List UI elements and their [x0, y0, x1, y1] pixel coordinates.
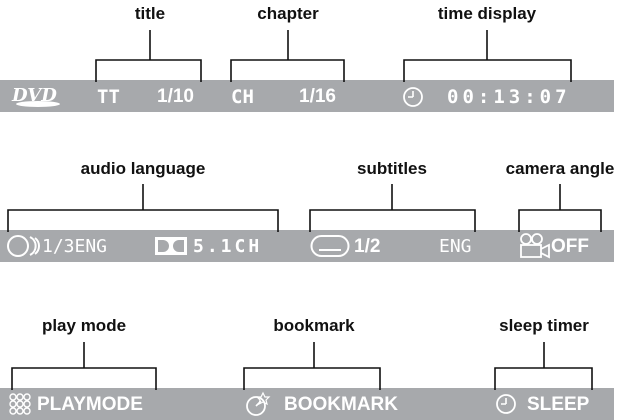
bracket-camera-angle — [518, 184, 602, 232]
dvd-logo: DVD — [11, 85, 60, 107]
bracket-bookmark — [243, 342, 381, 390]
playmode-label: PLAYMODE — [37, 394, 143, 415]
label-bookmark: bookmark — [273, 316, 355, 335]
label-subtitles: subtitles — [357, 159, 427, 178]
bookmark-label: BOOKMARK — [284, 394, 398, 415]
osd-bar-row3 — [0, 388, 614, 420]
bracket-audio-language — [7, 184, 279, 232]
chapter-prefix: CH — [231, 86, 254, 108]
label-sleep-timer: sleep timer — [499, 316, 589, 335]
osd-bar-row1 — [0, 80, 614, 112]
subtitle-icon — [310, 235, 350, 257]
playmode-icon — [9, 393, 31, 415]
label-time-display: time display — [437, 4, 537, 23]
bracket-chapter — [230, 30, 345, 82]
camera-icon — [520, 233, 550, 259]
audio-value: 1/3ENG — [42, 236, 108, 257]
dvd-logo-text: DVD — [11, 85, 57, 106]
bracket-sleep-timer — [494, 342, 593, 390]
title-prefix: TT — [97, 86, 120, 108]
label-audio-language: audio language — [80, 159, 206, 178]
audio-icon — [7, 235, 40, 257]
bracket-title — [95, 30, 202, 82]
bracket-time-display — [403, 30, 572, 82]
title-value: 1/10 — [157, 86, 194, 107]
angle-value: OFF — [551, 236, 589, 257]
chapter-value: 1/16 — [299, 86, 336, 107]
dolby-icon — [155, 237, 187, 255]
bracket-play-mode — [11, 342, 157, 390]
subtitle-value: 1/2 — [354, 236, 381, 257]
sleep-label: SLEEP — [527, 394, 590, 415]
clock-icon — [403, 87, 423, 107]
label-title: title — [134, 4, 166, 23]
sleep-clock-icon — [496, 394, 516, 414]
label-play-mode: play mode — [41, 316, 127, 335]
dolby-value: 5.1CH — [193, 236, 263, 257]
label-chapter: chapter — [257, 4, 319, 23]
time-value: 00:13:07 — [447, 86, 571, 108]
bookmark-icon — [246, 391, 271, 416]
label-camera-angle: camera angle — [505, 159, 615, 178]
osd-bar-row2 — [0, 230, 614, 262]
bracket-subtitles — [309, 184, 476, 232]
subtitle-lang: ENG — [439, 236, 472, 257]
